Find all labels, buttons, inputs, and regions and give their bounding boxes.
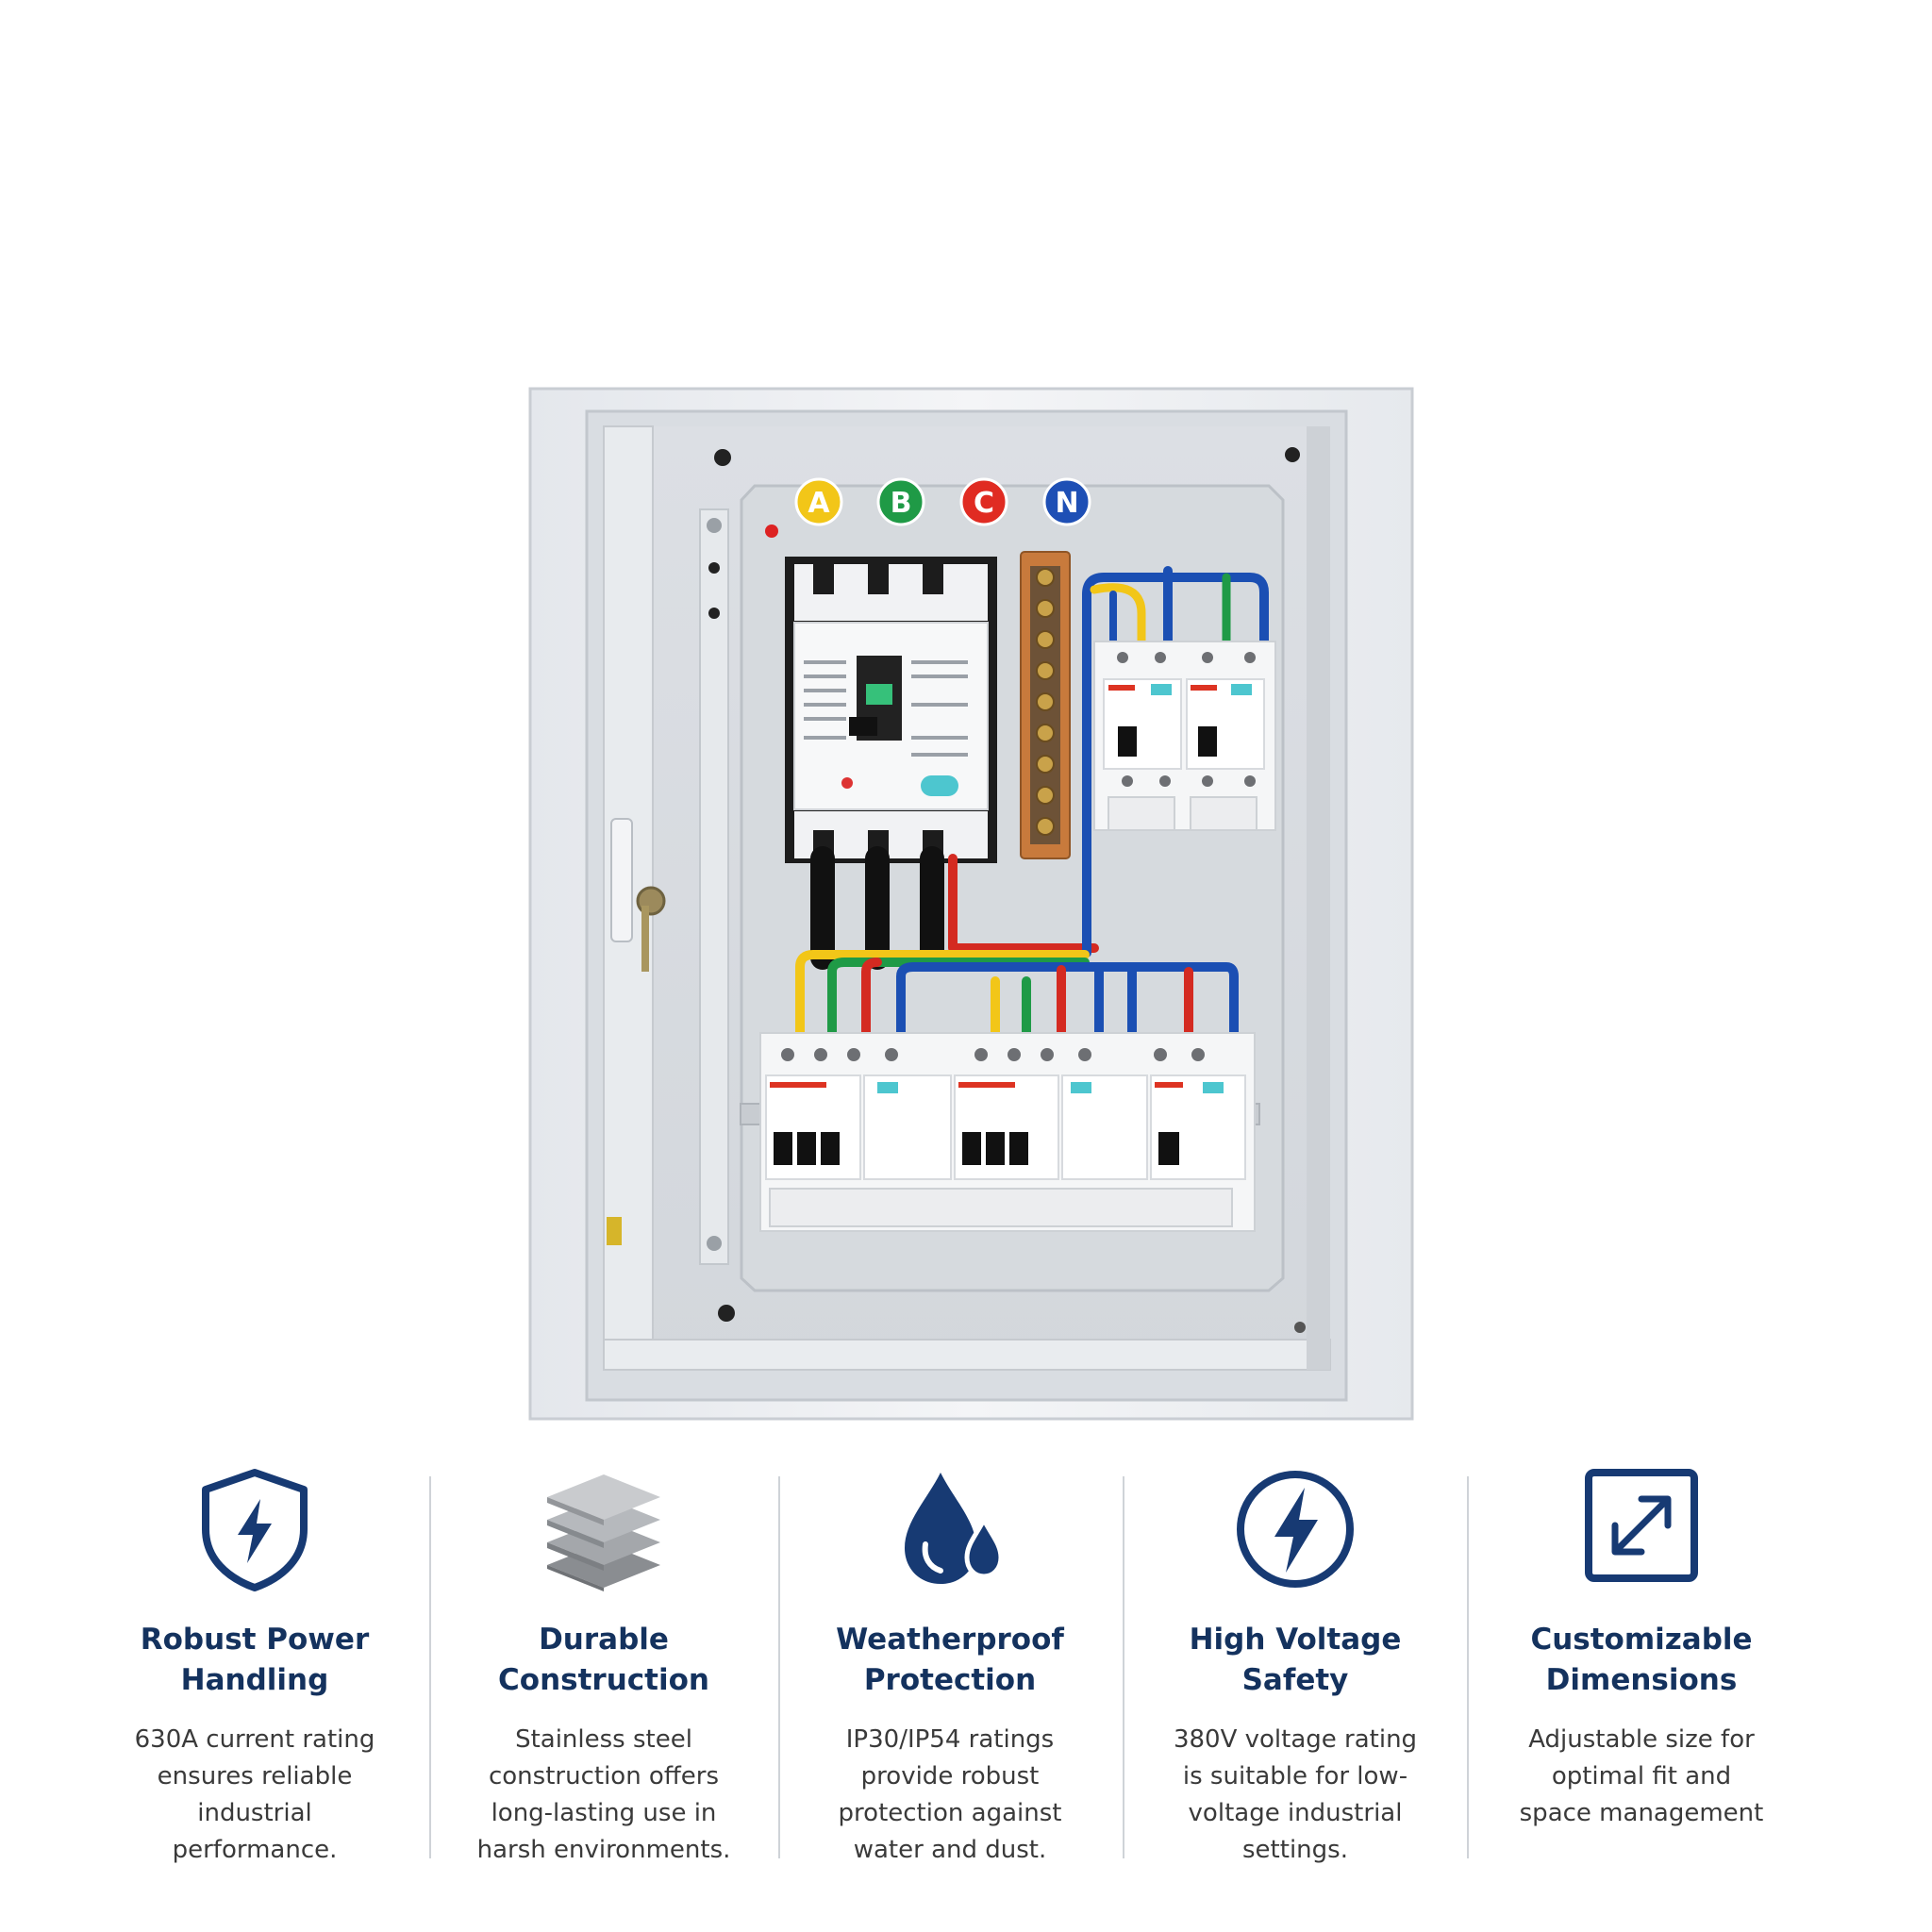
phase-c-badge [959, 477, 1008, 526]
wiring [795, 566, 1269, 1038]
busbar-terminal [1020, 551, 1071, 859]
upper-mcb-group [1093, 641, 1276, 831]
product-image: A B C N [528, 387, 1414, 1421]
door-latch [607, 818, 666, 1245]
feature-divider [429, 1476, 431, 1858]
phase-c-label: C [974, 487, 994, 520]
phase-a-label: A [808, 487, 830, 520]
feature-divider [1123, 1476, 1124, 1858]
phase-b-badge [876, 477, 925, 526]
water-drop-icon [808, 1467, 1091, 1599]
phase-labels: A B C N [765, 477, 1091, 538]
shield-lightning-icon [113, 1467, 396, 1599]
feature-divider [778, 1476, 780, 1858]
phase-a-badge [794, 477, 843, 526]
lower-breaker-row [740, 1032, 1260, 1232]
main-circuit-breaker [785, 557, 997, 863]
phase-n-badge [1042, 477, 1091, 526]
feature-divider [1467, 1476, 1469, 1858]
lightning-circle-icon [1154, 1467, 1437, 1599]
layered-plates-icon [462, 1467, 745, 1599]
distribution-box-illustration: A B C N [528, 387, 1414, 1421]
phase-n-label: N [1055, 487, 1078, 520]
expand-arrows-icon [1500, 1467, 1783, 1599]
phase-b-label: B [891, 487, 912, 520]
